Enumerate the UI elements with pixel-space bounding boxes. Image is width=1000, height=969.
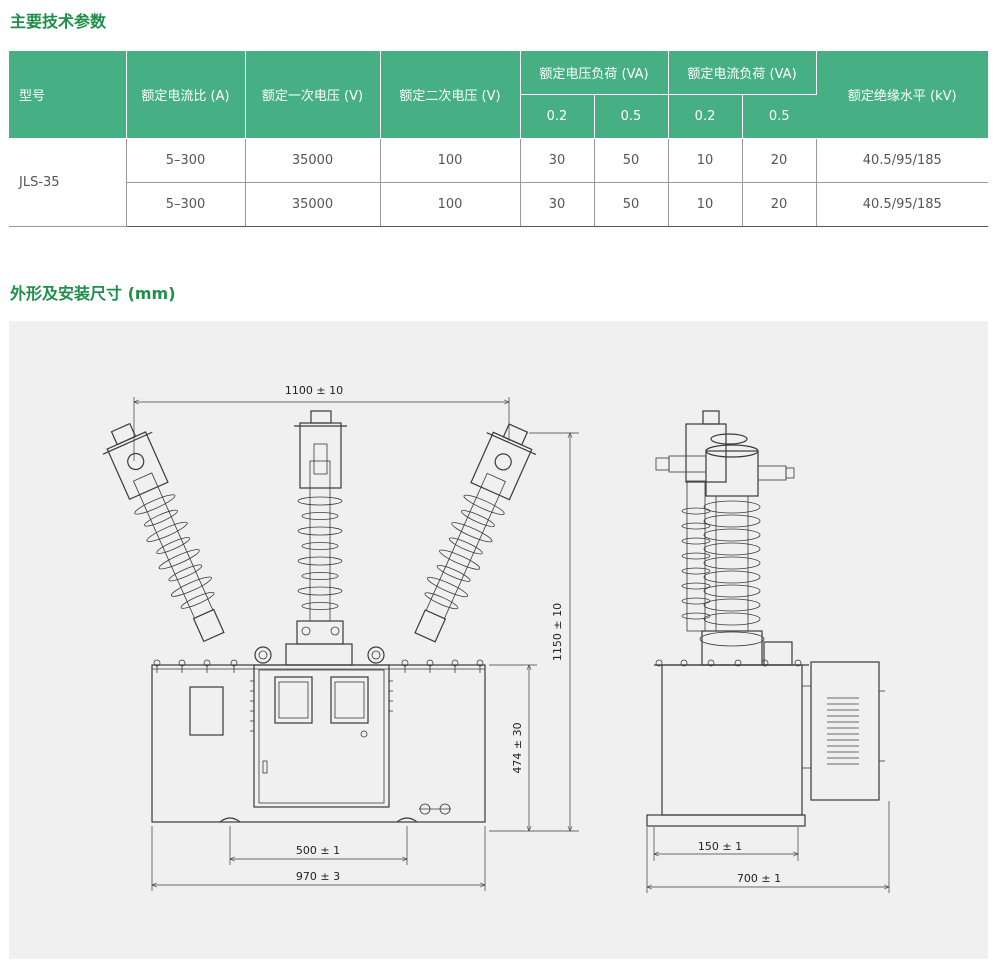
- cell-ratio: 5–300: [126, 182, 246, 227]
- header-voltage-load: 额定电压负荷 (VA): [520, 51, 669, 95]
- nameplate: [189, 686, 224, 736]
- header-vl-02: 0.2: [520, 94, 595, 139]
- dimension-drawing: 1100 ± 10 1150 ± 10 474 ± 30 500 ± 1 970…: [102, 384, 988, 893]
- cell-c02: 10: [668, 138, 743, 183]
- header-cl-02: 0.2: [668, 94, 743, 139]
- side-base-plate: [646, 814, 806, 827]
- dim-side-mount: 150 ± 1: [698, 840, 742, 853]
- cell-c05: 20: [742, 182, 817, 227]
- side-terminal-box: [810, 661, 880, 801]
- side-head: [705, 450, 759, 497]
- header-model: 型号: [9, 51, 127, 139]
- left-insulator: [102, 422, 225, 643]
- dim-mount-spacing: 500 ± 1: [296, 844, 340, 857]
- header-insulation: 额定绝缘水平 (kV): [816, 51, 989, 139]
- header-cl-05: 0.5: [742, 94, 817, 139]
- right-insulator: [414, 423, 537, 643]
- cell-insulation: 40.5/95/185: [816, 182, 989, 227]
- cell-v05: 50: [594, 138, 669, 183]
- cell-v02: 30: [520, 138, 595, 183]
- spec-table: 型号 额定电流比 (A) 额定一次电压 (V) 额定二次电压 (V) 额定电压负…: [9, 51, 989, 227]
- table-row: 5–300 35000 100 30 50 10 20 40.5/95/185: [9, 182, 989, 227]
- cell-secondary: 100: [380, 138, 521, 183]
- cell-ratio: 5–300: [126, 138, 246, 183]
- header-ratio: 额定电流比 (A): [126, 51, 246, 139]
- cell-c02: 10: [668, 182, 743, 227]
- cell-model: JLS-35: [9, 138, 127, 227]
- dim-top-width: 1100 ± 10: [285, 384, 343, 397]
- header-primary: 额定一次电压 (V): [245, 51, 381, 139]
- section-title-dimensions: 外形及安装尺寸 (mm): [10, 284, 176, 303]
- center-insulator: [285, 410, 353, 666]
- dimension-drawing-panel: 1100 ± 10 1150 ± 10 474 ± 30 500 ± 1 970…: [9, 321, 988, 959]
- header-current-load: 额定电流负荷 (VA): [668, 51, 817, 95]
- cell-c05: 20: [742, 138, 817, 183]
- cell-insulation: 40.5/95/185: [816, 138, 989, 183]
- dim-total-height: 1150 ± 10: [551, 603, 564, 661]
- header-vl-05: 0.5: [594, 94, 669, 139]
- side-view: 150 ± 1 700 ± 1: [646, 410, 889, 893]
- dim-tank-height: 474 ± 30: [511, 722, 524, 773]
- header-secondary: 额定二次电压 (V): [380, 51, 521, 139]
- cell-secondary: 100: [380, 182, 521, 227]
- cell-primary: 35000: [245, 182, 381, 227]
- dim-base-width: 970 ± 3: [296, 870, 340, 883]
- terminal-box: [253, 664, 390, 808]
- dim-side-width: 700 ± 1: [737, 872, 781, 885]
- side-tank: [661, 664, 803, 816]
- cell-v02: 30: [520, 182, 595, 227]
- section-title-specs: 主要技术参数: [10, 12, 107, 31]
- front-view: 1100 ± 10 1150 ± 10 474 ± 30 500 ± 1 970…: [102, 384, 579, 891]
- table-row: JLS-35 5–300 35000 100 30 50 10 20 40.5/…: [9, 138, 989, 227]
- cell-v05: 50: [594, 182, 669, 227]
- cell-primary: 35000: [245, 138, 381, 183]
- tank-body: [151, 664, 486, 823]
